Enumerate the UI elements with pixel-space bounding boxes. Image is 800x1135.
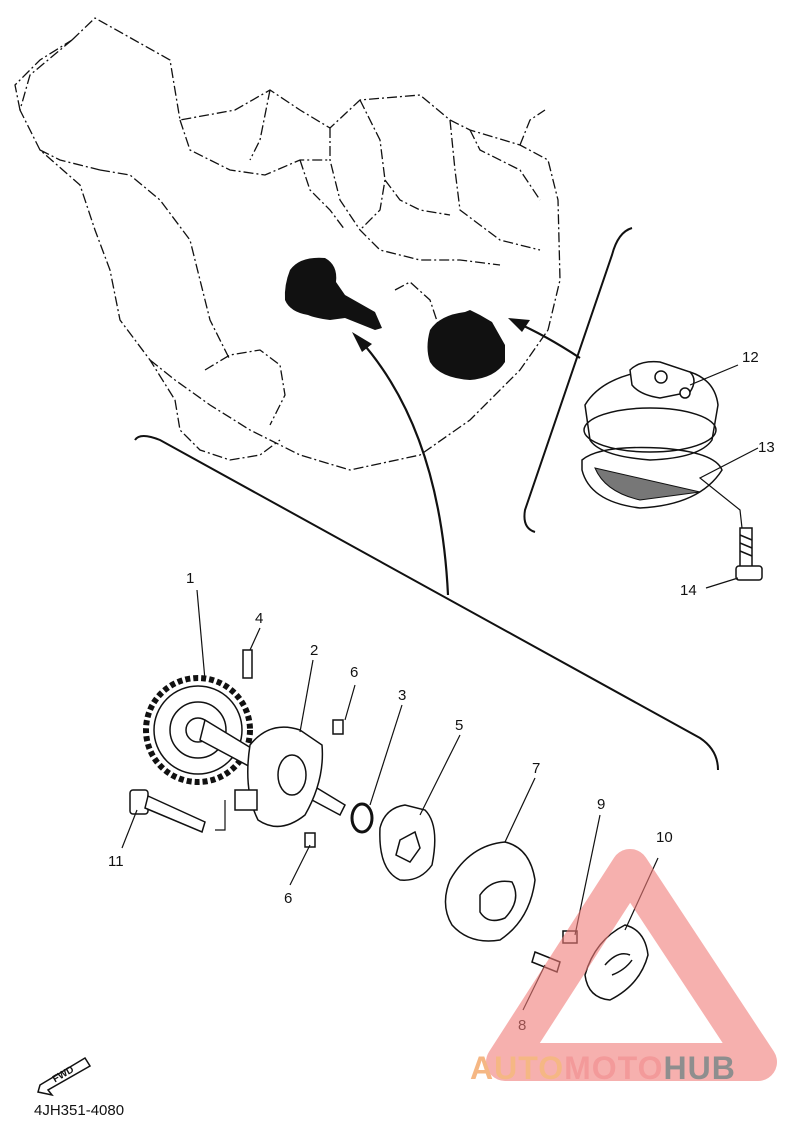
- watermark-moto: MOTO: [564, 1050, 664, 1086]
- callout-14: 14: [680, 582, 697, 599]
- callout-11: 11: [108, 853, 124, 870]
- watermark-logo: [486, 849, 777, 1081]
- arrowheads: [352, 318, 530, 352]
- callout-5: 5: [455, 717, 463, 734]
- pin-lower: [304, 832, 316, 848]
- callout-4: 4: [255, 610, 263, 627]
- dowel-pin: [242, 649, 253, 679]
- callout-1: 1: [186, 570, 194, 587]
- fwd-arrow: FWD: [37, 1056, 92, 1097]
- watermark-hub: HUB: [663, 1050, 736, 1086]
- pump-cover: [444, 841, 536, 942]
- strainer-bolt: [735, 527, 763, 581]
- outer-rotor: [379, 804, 436, 881]
- strainer-cover: [583, 360, 719, 461]
- callout-7: 7: [532, 760, 540, 777]
- callout-2: 2: [310, 642, 318, 659]
- callout-6-lower: 6: [284, 890, 292, 907]
- mounting-areas: [284, 257, 505, 380]
- washer: [350, 802, 374, 834]
- watermark-text: AUTOMOTOHUB: [470, 1050, 736, 1087]
- pump-housing: [234, 726, 324, 828]
- callout-10: 10: [656, 829, 673, 846]
- group-lines: [134, 227, 719, 771]
- pump-bolt: [129, 789, 206, 834]
- callout-12: 12: [742, 349, 759, 366]
- callout-3: 3: [398, 687, 406, 704]
- watermark-auto: AUTO: [470, 1050, 565, 1086]
- callout-13: 13: [758, 439, 775, 456]
- strainer-screen: [581, 446, 723, 509]
- callout-6-upper: 6: [350, 664, 358, 681]
- fwd-label: FWD: [51, 1064, 76, 1085]
- part-code: 4JH351-4080: [34, 1102, 125, 1119]
- engine-outline: [14, 17, 561, 471]
- callout-9: 9: [597, 796, 605, 813]
- pin-upper: [332, 719, 344, 735]
